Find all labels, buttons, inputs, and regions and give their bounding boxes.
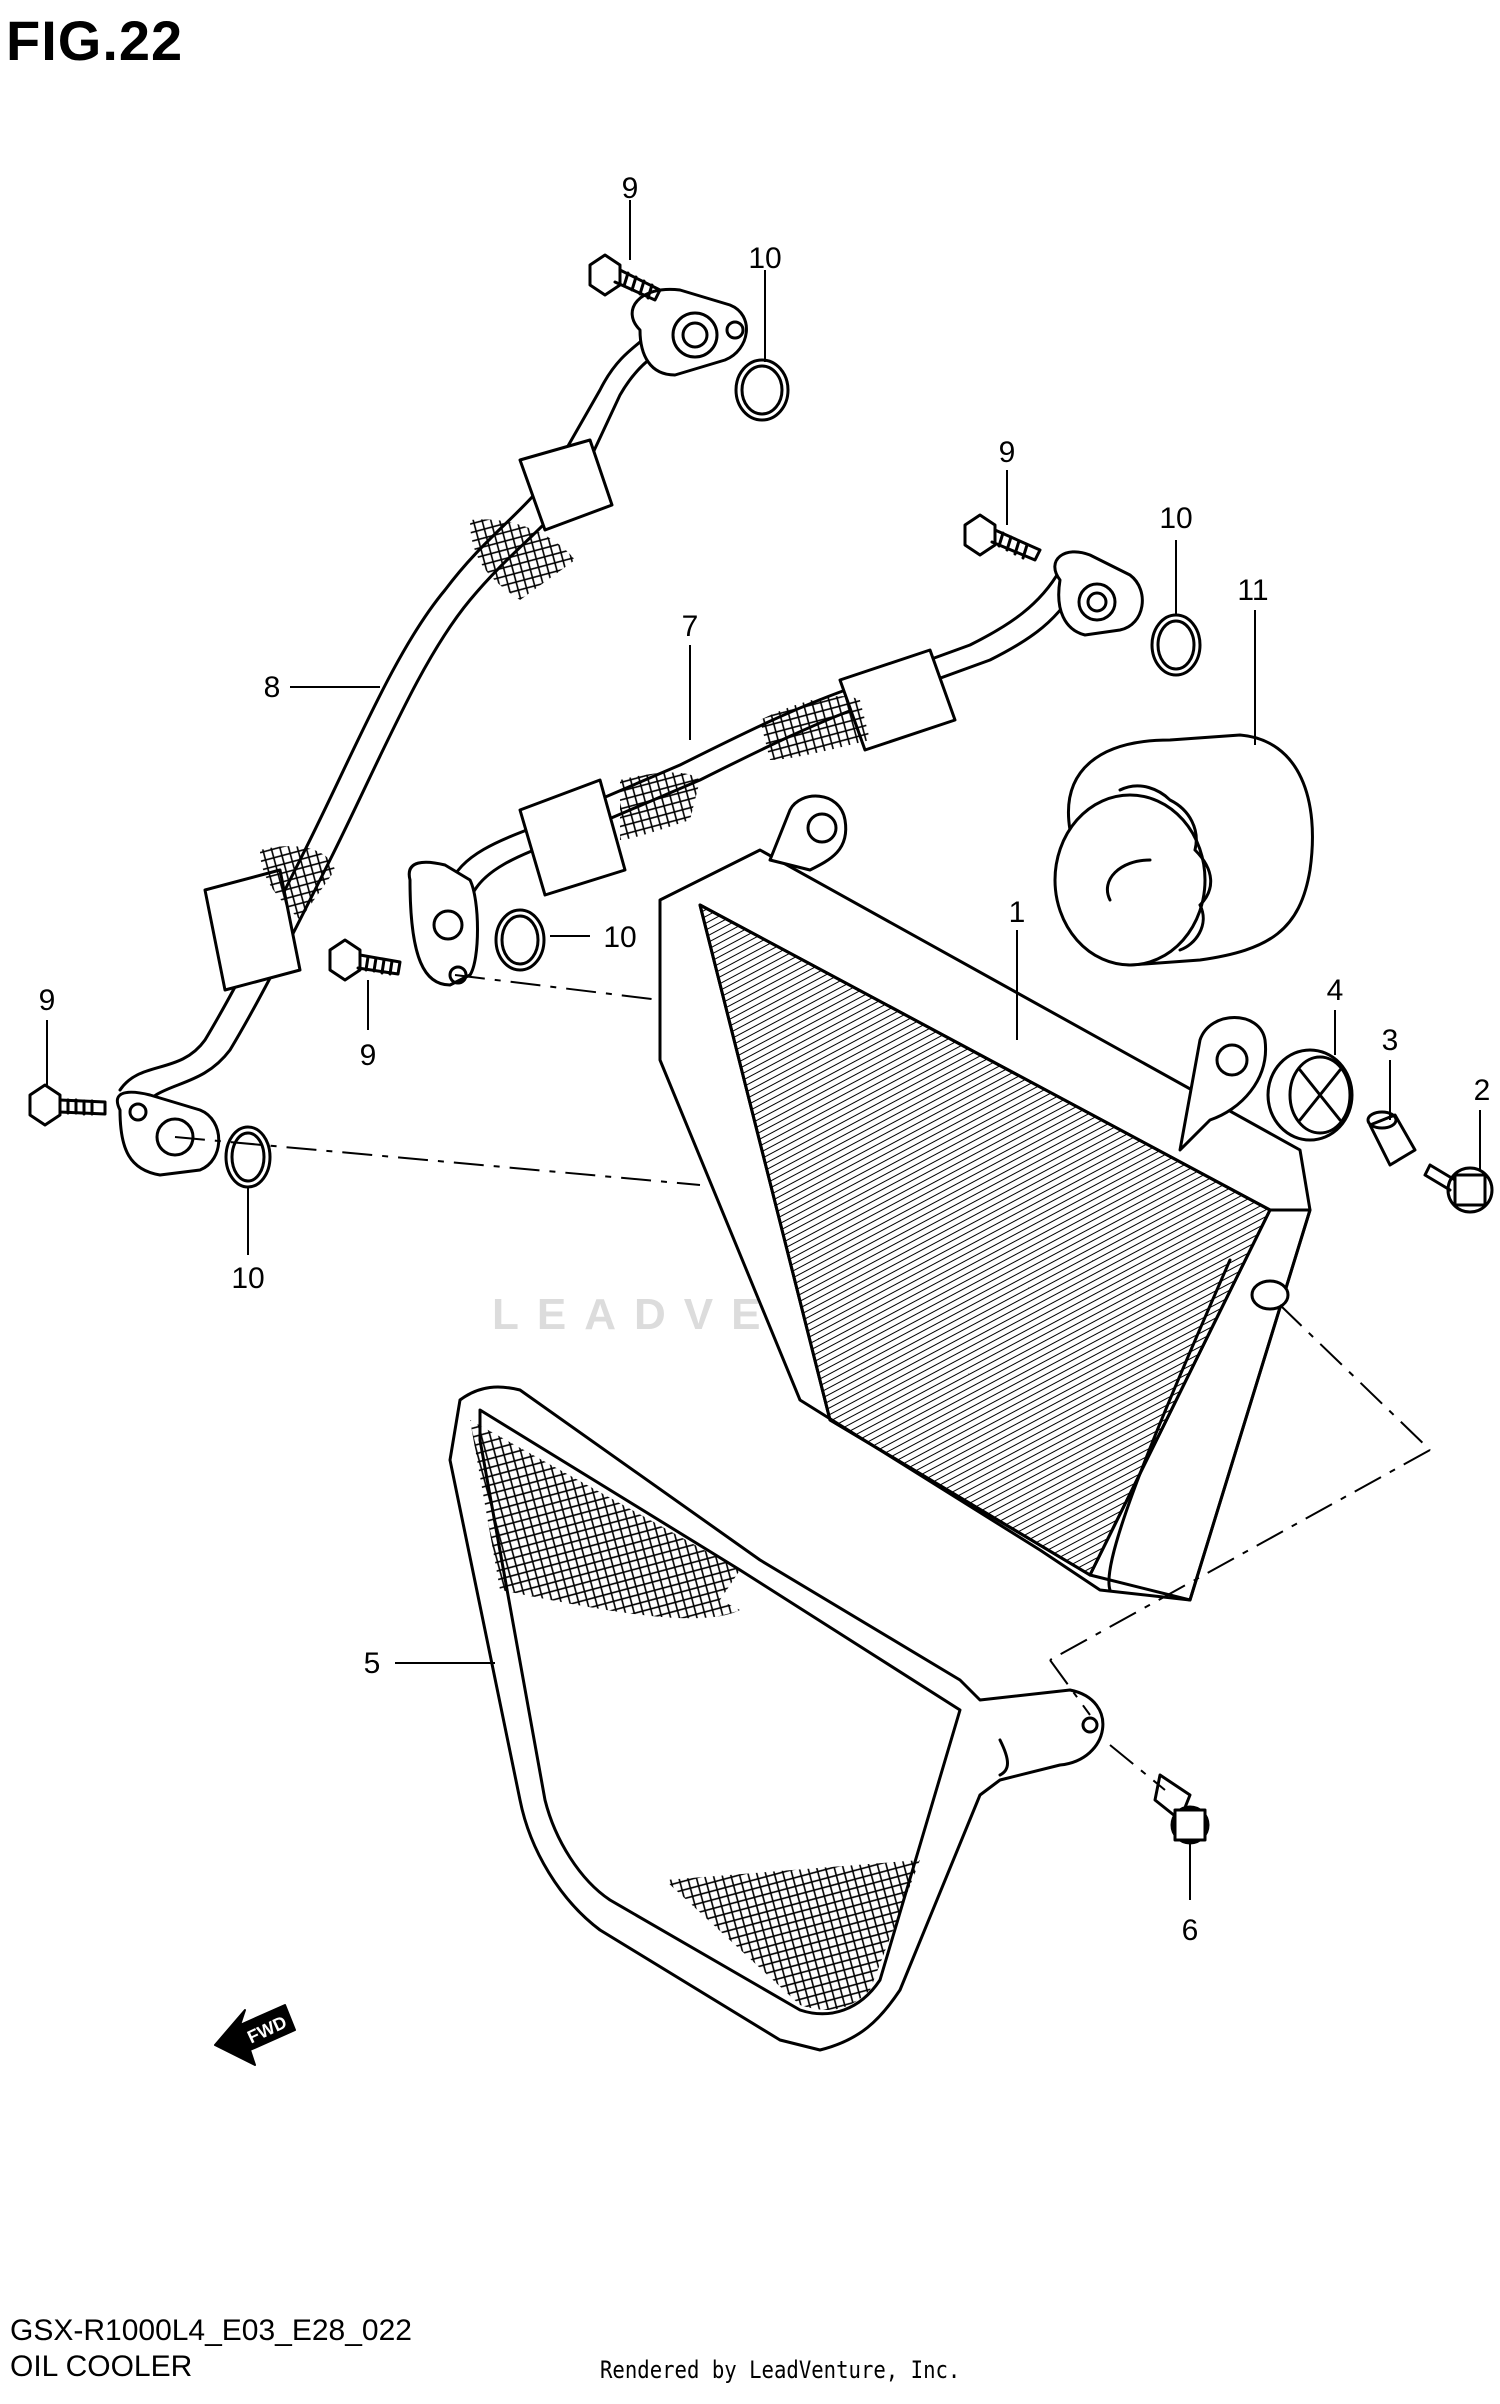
- callout-4: 4: [1327, 974, 1344, 1007]
- callout-2: 2: [1474, 1074, 1491, 1107]
- o-ring-10-top: [734, 358, 790, 422]
- oil-filter-11: [1053, 733, 1314, 967]
- callout-3: 3: [1382, 1024, 1399, 1057]
- callout-11: 11: [1237, 574, 1268, 607]
- callout-10-middle: 10: [603, 921, 636, 954]
- grommet-4: [1266, 1048, 1354, 1142]
- callout-9-right: 9: [999, 436, 1016, 469]
- callout-9-middle: 9: [360, 1039, 377, 1072]
- rendered-by-credit: Rendered by LeadVenture, Inc.: [600, 2356, 961, 2384]
- bolt-9-top: [588, 253, 662, 302]
- bolt-9-middle: [328, 938, 402, 982]
- figure-code: GSX-R1000L4_E03_E28_022: [10, 2314, 412, 2347]
- callout-7: 7: [682, 610, 699, 643]
- bolt-6: [1153, 1773, 1210, 1845]
- figure-name: OIL COOLER: [10, 2350, 193, 2383]
- oil-hose-8: [116, 287, 748, 1177]
- callout-6: 6: [1182, 1914, 1199, 1947]
- callout-10-left: 10: [231, 1262, 264, 1295]
- callout-5: 5: [364, 1647, 381, 1680]
- guard-5: [448, 1385, 1105, 2052]
- bolt-9-left: [28, 1083, 107, 1127]
- figure-title: FIG.22: [6, 9, 184, 72]
- callout-10-top: 10: [748, 242, 781, 275]
- collar-3: [1366, 1110, 1417, 1167]
- o-ring-10-middle: [494, 908, 546, 972]
- callout-9-left: 9: [39, 984, 56, 1017]
- callout-10-right: 10: [1159, 502, 1192, 535]
- bolt-9-right: [963, 513, 1042, 562]
- callout-8: 8: [264, 671, 281, 704]
- callout-1: 1: [1009, 896, 1026, 929]
- oil-cooler-1: [658, 794, 1312, 1602]
- callout-9-top: 9: [622, 172, 639, 205]
- fwd-arrow: [214, 2004, 296, 2066]
- bolt-2: [1423, 1163, 1494, 1214]
- oil-hose-7: [407, 550, 1144, 987]
